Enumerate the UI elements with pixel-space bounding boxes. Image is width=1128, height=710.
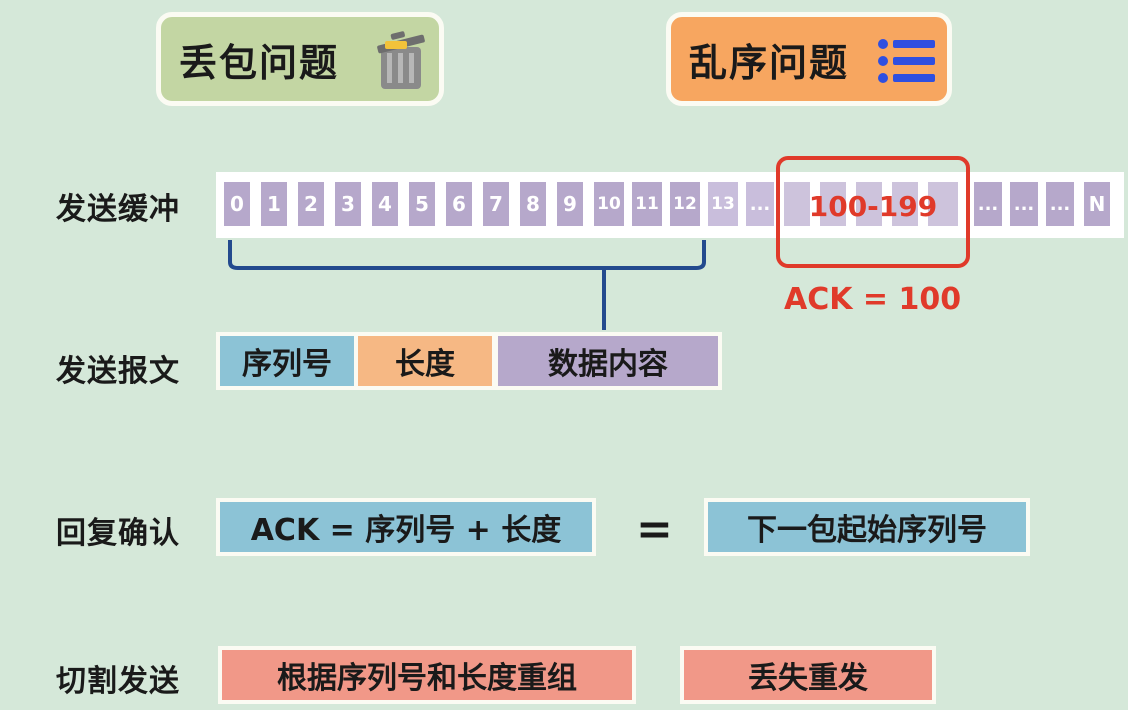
buffer-cell: 8 [520, 182, 546, 226]
loss-problem-badge: 丢包问题 [156, 12, 444, 106]
buffer-cell: 11 [632, 182, 662, 226]
send-buffer-label: 发送缓冲 [56, 192, 180, 227]
reassemble-box: 根据序列号和长度重组 [218, 646, 636, 704]
ack-100-label: ACK = 100 [784, 282, 962, 317]
buffer-cell: 10 [594, 182, 624, 226]
packet-data-field: 数据内容 [494, 332, 722, 390]
range-cell [928, 182, 958, 226]
buffer-cell: 4 [372, 182, 398, 226]
buffer-cell: 3 [335, 182, 361, 226]
loss-problem-label: 丢包问题 [179, 40, 340, 85]
buffer-cell: ... [1046, 182, 1074, 226]
ordered-list-icon [877, 37, 937, 94]
next-seq-box: 下一包起始序列号 [704, 498, 1030, 556]
buffer-cell: 7 [483, 182, 509, 226]
highlight-range-box [776, 156, 970, 268]
packet-seq-field: 序列号 [216, 332, 358, 390]
buffer-cell: ... [1010, 182, 1038, 226]
split-send-label: 切割发送 [56, 664, 180, 699]
buffer-cell: 13 [708, 182, 738, 226]
buffer-cell: ... [974, 182, 1002, 226]
range-cell [892, 182, 918, 226]
buffer-cell: 9 [557, 182, 583, 226]
range-cell [856, 182, 882, 226]
highlight-range-label: 100-199 [808, 190, 938, 223]
disorder-problem-badge: 乱序问题 [666, 12, 952, 106]
trash-can-icon [373, 29, 429, 100]
ack-formula-box: ACK = 序列号 + 长度 [216, 498, 596, 556]
range-cell [820, 182, 846, 226]
disorder-problem-label: 乱序问题 [689, 40, 850, 85]
buffer-cell: 5 [409, 182, 435, 226]
packet-length-field: 长度 [354, 332, 496, 390]
buffer-cell: ... [746, 182, 774, 226]
range-cell [784, 182, 810, 226]
buffer-cell: N [1084, 182, 1110, 226]
buffer-cell: 0 [224, 182, 250, 226]
buffer-cell: 12 [670, 182, 700, 226]
buffer-cell: 1 [261, 182, 287, 226]
reply-ack-label: 回复确认 [56, 516, 180, 551]
equals-sign: = [636, 504, 673, 555]
send-packet-label: 发送报文 [56, 354, 180, 389]
resend-box: 丢失重发 [680, 646, 936, 704]
buffer-cell: 2 [298, 182, 324, 226]
bracket-connector [228, 240, 706, 330]
buffer-cell: 6 [446, 182, 472, 226]
